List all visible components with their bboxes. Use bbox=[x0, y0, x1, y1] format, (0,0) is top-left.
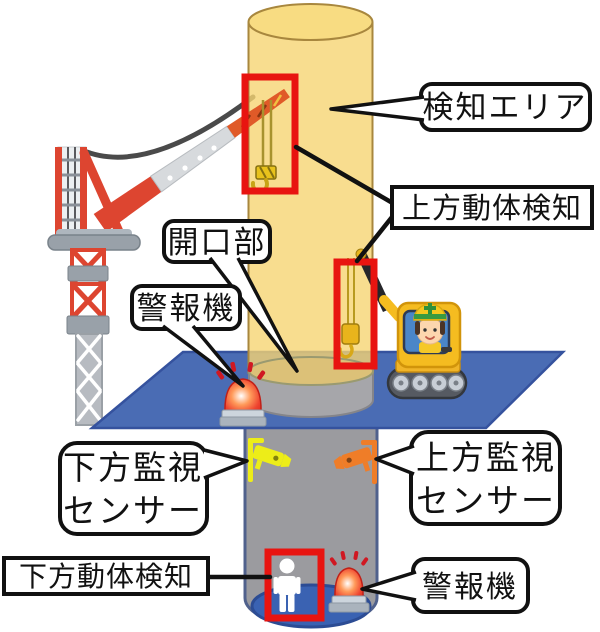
lower-monitoring-sensor-text-1: 下方監視 bbox=[63, 449, 203, 486]
lower-monitoring-sensor-text-2: センサー bbox=[63, 492, 203, 529]
detection-area-text: 検知エリア bbox=[423, 90, 588, 125]
detection-box-crane-hook bbox=[241, 73, 299, 195]
upper-monitoring-sensor-text-2: センサー bbox=[416, 482, 556, 519]
track-wheels bbox=[392, 374, 465, 392]
crane-base-slab bbox=[47, 234, 141, 251]
crane-cable bbox=[79, 94, 256, 160]
crane-mast-band-2 bbox=[66, 315, 110, 335]
label-opening: 開口部 bbox=[162, 219, 299, 373]
label-upper-monitoring-sensor: 上方監視 センサー bbox=[374, 430, 562, 526]
crane-mast-band-1 bbox=[67, 265, 109, 282]
crane-mast-red bbox=[70, 248, 106, 320]
label-alarm-top: 警報機 bbox=[130, 284, 245, 388]
mini-crane-hook-icon bbox=[338, 258, 360, 359]
connector-upper-detect-to-crane-hook bbox=[293, 144, 399, 208]
alarm-beacon-top-icon bbox=[216, 361, 267, 427]
label-alarm-bottom: 警報機 bbox=[360, 557, 530, 614]
label-lower-motion-detection: 下方動体検知 bbox=[2, 556, 210, 596]
upper-monitoring-sensor-text-1: 上方監視 bbox=[416, 439, 556, 476]
alarm-top-text: 警報機 bbox=[137, 291, 236, 326]
tower-crane-icon bbox=[47, 94, 256, 426]
lower-motion-detection-text: 下方動体検知 bbox=[19, 561, 193, 592]
alarm-bottom-text: 警報機 bbox=[422, 571, 518, 604]
crane-jib-base bbox=[93, 176, 162, 232]
crane-mast-gray bbox=[75, 333, 103, 426]
label-lower-monitoring-sensor: 下方監視 センサー bbox=[58, 441, 249, 536]
label-upper-motion-detection: 上方動体検知 bbox=[390, 185, 594, 230]
alarm-beacon-bottom-icon bbox=[328, 551, 370, 613]
operator-icon bbox=[413, 303, 447, 353]
mini-crawler-crane-icon bbox=[338, 248, 468, 400]
opening-text: 開口部 bbox=[168, 225, 267, 260]
worker-person-icon bbox=[273, 558, 301, 612]
connector-upper-detect-to-mini-hook bbox=[354, 209, 399, 264]
upper-motion-detection-text: 上方動体検知 bbox=[402, 192, 582, 225]
label-detection-area: 検知エリア bbox=[329, 82, 592, 132]
detection-box-worker bbox=[264, 548, 325, 622]
